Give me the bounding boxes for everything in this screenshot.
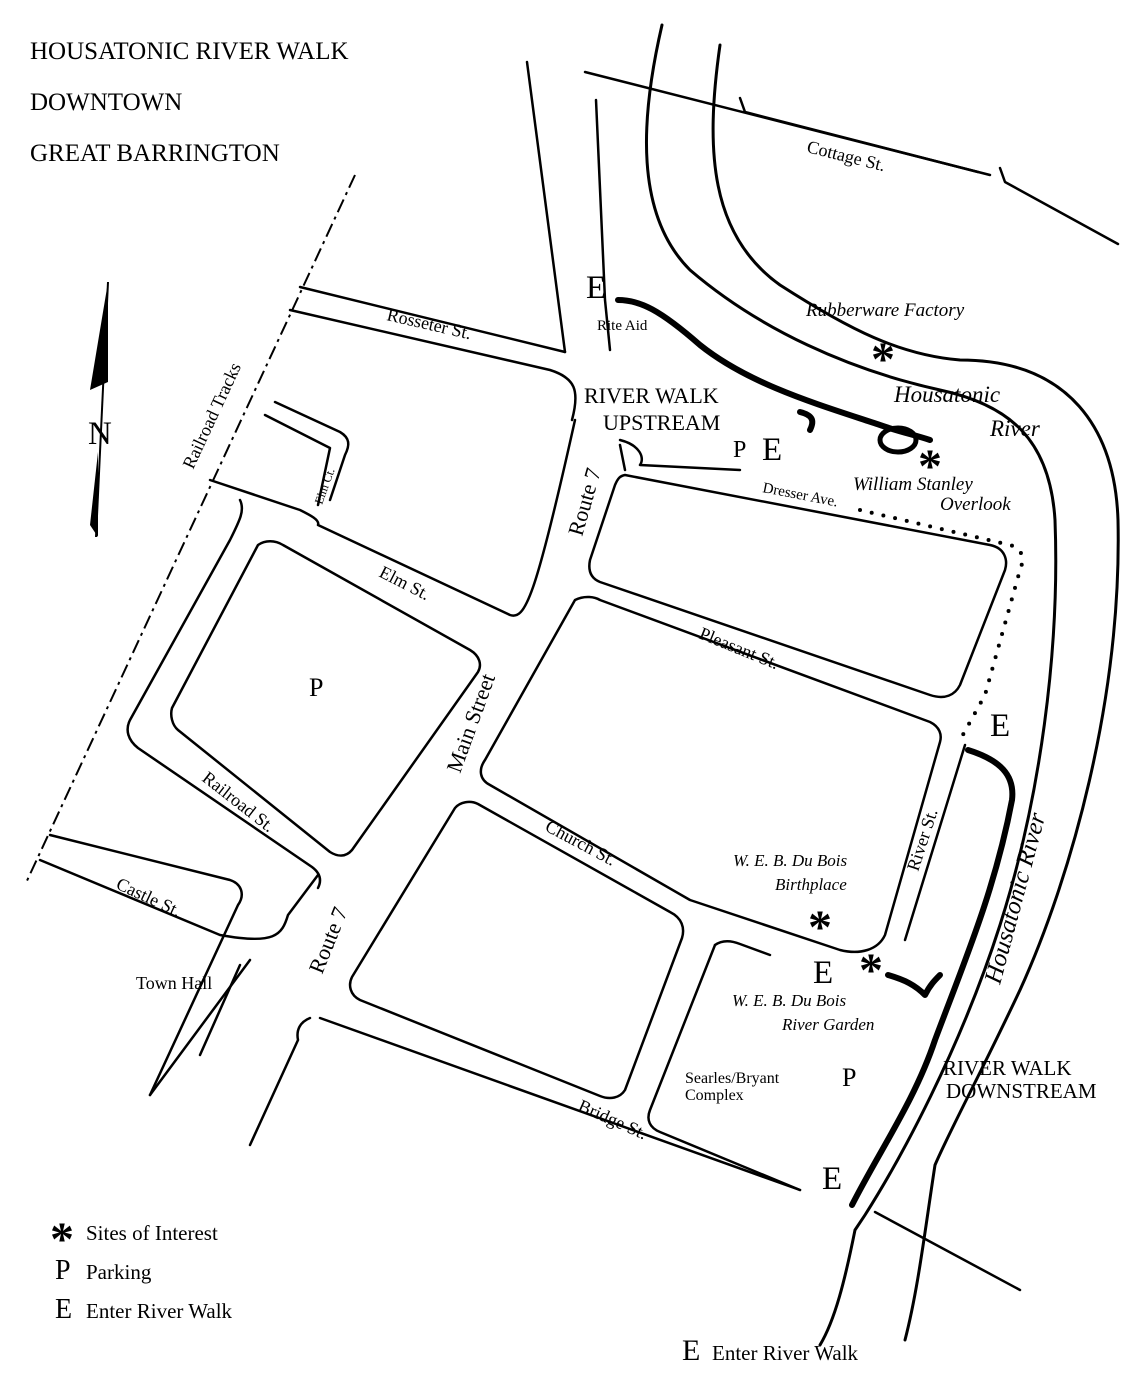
dresser-walking-path — [858, 508, 1025, 742]
legend-sites-label: Sites of Interest — [86, 1221, 218, 1245]
housatonic-river — [644, 23, 1120, 1347]
label-elm-st: Elm St. — [376, 562, 433, 604]
entrance-marker-upstream: E — [762, 432, 782, 468]
label-bridge-st: Bridge St. — [575, 1095, 650, 1143]
site-marker-birthplace: * — [808, 901, 832, 954]
label-route-7-upper: Route 7 — [563, 465, 606, 538]
legend-parking-icon: P — [55, 1255, 71, 1286]
legend-site-icon: * — [50, 1213, 74, 1266]
railroad-tracks-line — [24, 174, 356, 886]
label-garden-line-2: River Garden — [781, 1015, 874, 1034]
site-marker-garden: * — [859, 944, 883, 997]
label-downstream-line-1: RIVER WALK — [943, 1056, 1072, 1080]
label-railroad-tracks: Railroad Tracks — [178, 359, 245, 471]
label-downstream-line-2: DOWNSTREAM — [946, 1079, 1097, 1103]
north-label: N — [88, 416, 112, 452]
label-rite-aid: Rite Aid — [597, 318, 648, 334]
bottom-entrance-icon: E — [682, 1334, 700, 1367]
street-network — [38, 60, 1120, 1292]
parking-marker-west-block: P — [309, 673, 323, 702]
legend-entrance-icon: E — [55, 1294, 72, 1325]
entrance-marker-river-st: E — [990, 708, 1010, 744]
label-rosseter-st: Rosseter St. — [385, 304, 473, 343]
label-dresser-ave: Dresser Ave. — [761, 480, 839, 510]
label-upstream-line-1: RIVER WALK — [584, 383, 719, 408]
label-rubberware-factory: Rubberware Factory — [805, 300, 965, 321]
map-title-line-2: DOWNTOWN — [30, 89, 182, 116]
label-birthplace-line-1: W. E. B. Du Bois — [733, 851, 848, 870]
label-stanley-line-1: William Stanley — [853, 474, 973, 495]
parking-marker-searles: P — [842, 1063, 856, 1092]
label-searles-line-1: Searles/Bryant — [685, 1070, 780, 1087]
label-main-street: Main Street — [441, 670, 500, 776]
label-stanley-line-2: Overlook — [940, 494, 1011, 515]
label-garden-line-1: W. E. B. Du Bois — [732, 991, 847, 1010]
river-walk-paths — [615, 297, 1016, 1208]
label-housatonic-lower: Housatonic River — [979, 810, 1051, 988]
label-cottage-st: Cottage St. — [805, 136, 887, 175]
label-upstream-line-2: UPSTREAM — [603, 410, 720, 435]
parking-marker-dresser: P — [733, 437, 746, 463]
label-castle-st: Castle St. — [113, 873, 184, 920]
entrance-marker-bridge: E — [822, 1161, 842, 1197]
site-marker-rubberware: * — [871, 333, 895, 386]
map-title-line-1: HOUSATONIC RIVER WALK — [30, 38, 349, 65]
bottom-enter-label: Enter River Walk — [712, 1341, 859, 1365]
label-searles-line-2: Complex — [685, 1087, 744, 1104]
label-housatonic-upper-1: Housatonic — [893, 382, 1000, 407]
map-title-line-3: GREAT BARRINGTON — [30, 140, 280, 167]
legend-parking-label: Parking — [86, 1260, 152, 1284]
entrance-marker-garden: E — [813, 955, 833, 991]
entrance-marker-rite-aid: E — [586, 270, 606, 306]
legend-enter-label: Enter River Walk — [86, 1299, 233, 1323]
site-marker-stanley: * — [918, 440, 942, 493]
label-route-7-lower: Route 7 — [303, 903, 352, 976]
north-arrow-icon — [90, 281, 109, 538]
label-town-hall: Town Hall — [136, 973, 212, 993]
label-birthplace-line-2: Birthplace — [775, 875, 847, 894]
label-housatonic-upper-2: River — [989, 416, 1041, 441]
map-legend: * Sites of Interest P Parking E Enter Ri… — [50, 1213, 233, 1325]
